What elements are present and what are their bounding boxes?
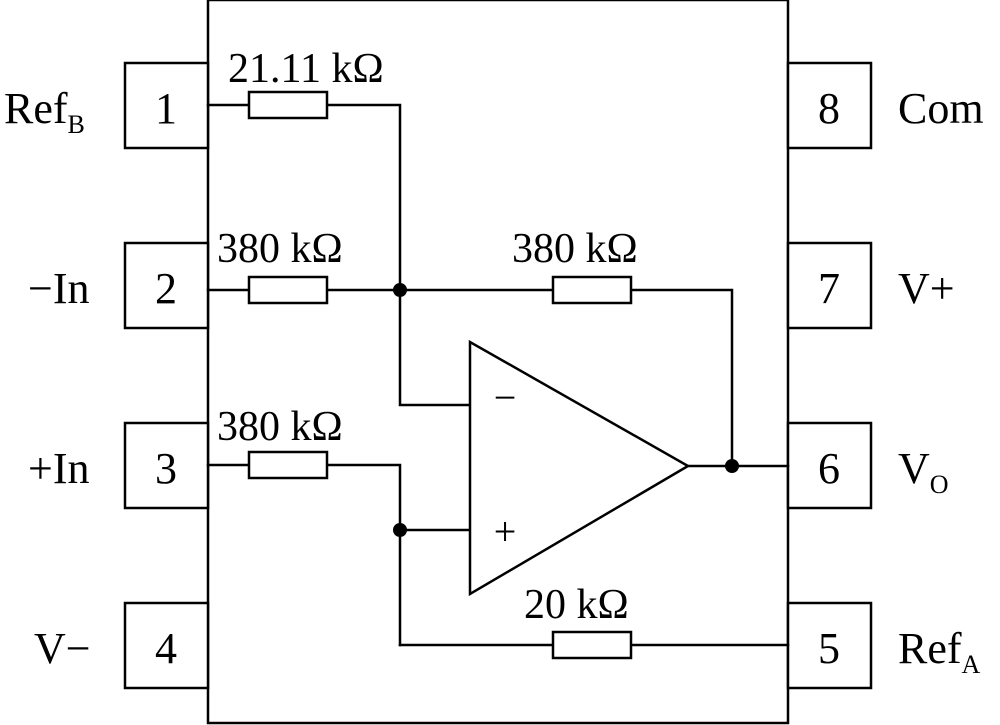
- resistor-r3: [247, 450, 329, 480]
- junction-dot-output: [725, 459, 739, 473]
- pin-2-number: 2: [155, 264, 177, 313]
- resistor-r1: [247, 90, 329, 120]
- pin-7-label: V+: [898, 264, 955, 313]
- opamp-triangle: [468, 339, 691, 597]
- pin-1-label: RefB: [4, 84, 85, 139]
- pin-1: 1: [123, 61, 210, 150]
- pin-3-number: 3: [155, 444, 177, 493]
- pin-4-label: V−: [34, 624, 91, 673]
- pin-1-number: 1: [155, 84, 177, 133]
- pin-1-box: [123, 61, 210, 150]
- pin-2-box: [123, 241, 210, 330]
- pin-8-box: [786, 61, 873, 150]
- resistor-r3-label: 380 kΩ: [217, 404, 343, 450]
- wire-feedback-to-output: [629, 288, 734, 468]
- pin-4-number: 4: [155, 624, 177, 673]
- pin-7-box: [786, 241, 873, 330]
- wire-junction-to-inverting-input: [398, 288, 472, 407]
- pin-5-label: RefA: [898, 624, 981, 679]
- resistor-refa: [551, 630, 633, 660]
- pin-3: 3: [123, 421, 210, 510]
- pin-8: 8: [786, 61, 873, 150]
- opamp-noninverting-sign: +: [494, 509, 517, 554]
- junction-dot-inverting: [393, 283, 407, 297]
- pin-4: 4: [123, 601, 210, 690]
- resistor-refa-label: 20 kΩ: [524, 582, 629, 628]
- pin-7-number: 7: [818, 264, 840, 313]
- pin-8-label: Com: [898, 84, 984, 133]
- pin-5: 5: [786, 601, 873, 690]
- pin-3-box: [123, 421, 210, 510]
- pin-8-number: 8: [818, 84, 840, 133]
- pin-4-box: [123, 601, 210, 690]
- pin-7: 7: [786, 241, 873, 330]
- resistor-r2-label: 380 kΩ: [217, 226, 343, 272]
- resistor-feedback-label: 380 kΩ: [512, 226, 638, 272]
- pin-2-label: −In: [28, 264, 89, 313]
- resistor-feedback: [551, 275, 633, 305]
- wire-r3-to-noninverting-node: [325, 463, 402, 647]
- pin-5-box: [786, 601, 873, 690]
- junction-dot-noninverting: [393, 523, 407, 537]
- resistor-r2: [247, 275, 329, 305]
- wire-r1-to-junction: [325, 103, 402, 292]
- pin-6-number: 6: [818, 444, 840, 493]
- opamp-inverting-sign: −: [494, 375, 517, 420]
- resistor-r1-label: 21.11 kΩ: [228, 46, 384, 92]
- pin-6-box: [786, 421, 873, 510]
- pin-3-label: +In: [28, 444, 89, 493]
- pin-2: 2: [123, 241, 210, 330]
- pin-6-label: VO: [898, 444, 949, 499]
- pin-5-number: 5: [818, 624, 840, 673]
- pin-6: 6: [786, 421, 873, 510]
